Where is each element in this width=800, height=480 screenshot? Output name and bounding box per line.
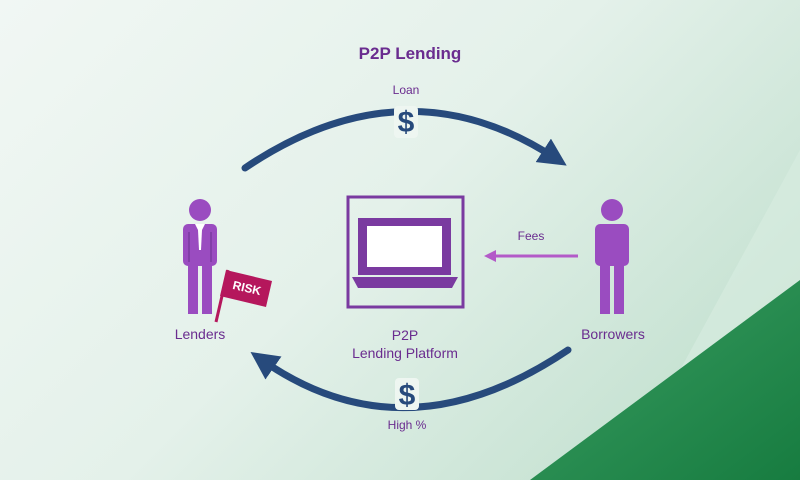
laptop-icon [346, 195, 465, 309]
high-pct-label: High % [387, 418, 427, 432]
diagram-title: P2P Lending [358, 44, 462, 63]
lender-person-icon [183, 199, 217, 314]
platform-label-line1: P2P [391, 327, 419, 343]
fees-label: Fees [517, 229, 545, 243]
loan-dollar-glyph: $ [398, 106, 415, 139]
interest-dollar-icon: $ [395, 378, 419, 412]
risk-flag-icon: RISK [214, 269, 272, 323]
lenders-label: Lenders [174, 326, 226, 342]
borrowers-label: Borrowers [581, 326, 645, 342]
loan-dollar-icon: $ [394, 106, 418, 139]
risk-flag-text: RISK [231, 278, 262, 298]
green-corner [530, 280, 800, 480]
borrower-person-icon [595, 199, 629, 314]
interest-dollar-glyph: $ [399, 379, 416, 412]
platform-label-line2: Lending Platform [352, 345, 458, 361]
loan-label: Loan [392, 83, 420, 97]
